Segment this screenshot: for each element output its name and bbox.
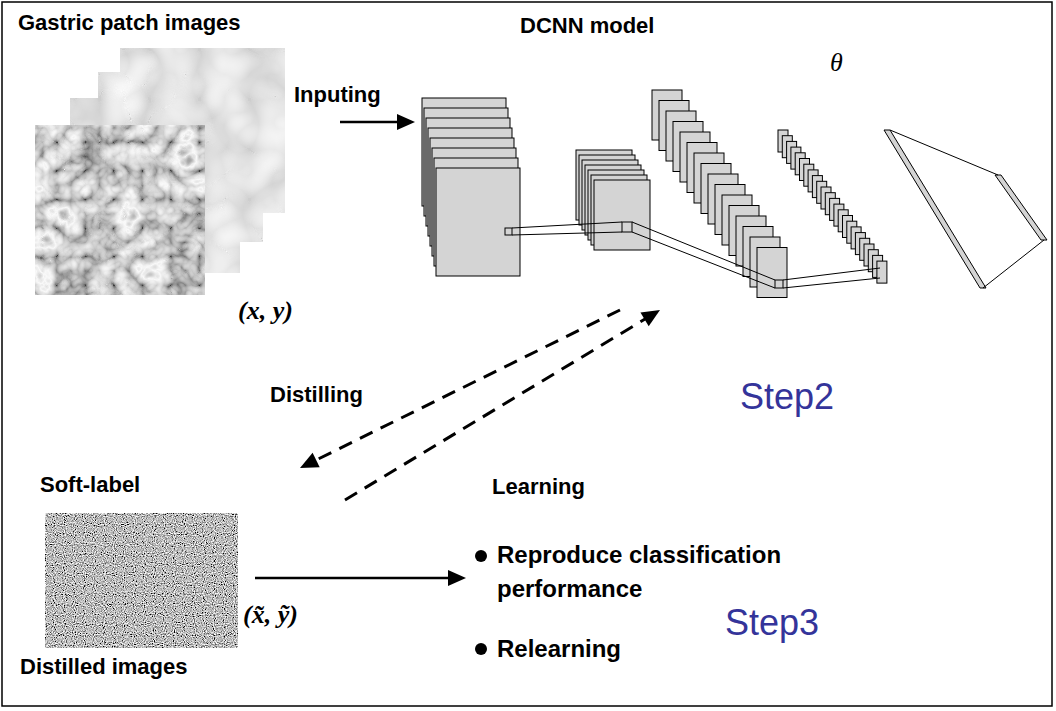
group-heading: Gastric patch images xyxy=(18,10,241,36)
edge-label: Inputing xyxy=(292,82,383,108)
model-group: DCNN model θ xyxy=(415,8,1053,310)
gastric-image-stack xyxy=(35,48,285,295)
dcnn-network xyxy=(422,90,1047,298)
group-heading: Soft-label xyxy=(40,472,140,498)
solid-arrow xyxy=(340,114,415,130)
output-arrow xyxy=(255,570,466,586)
conv-layer-4 xyxy=(778,130,887,283)
step-label: Step3 xyxy=(725,602,819,644)
arrow-head xyxy=(640,310,660,326)
arrow-head xyxy=(397,114,415,130)
dashed-arrow xyxy=(345,310,660,500)
kernel-markers xyxy=(505,222,783,288)
conv-layer-1 xyxy=(422,98,520,276)
connector-line xyxy=(340,121,399,124)
kernel-lines xyxy=(512,222,880,288)
distilled-group: Soft-label (x̃, ỹ) Distilled images xyxy=(15,468,345,704)
arrow-head xyxy=(300,453,320,468)
step-label: Step2 xyxy=(740,376,834,418)
bullet-text: Relearning xyxy=(497,632,621,666)
fully-connected-layers xyxy=(884,130,1047,288)
group-heading: DCNN model xyxy=(520,13,654,39)
parameter-symbol: θ xyxy=(830,48,843,78)
edge-label: Learning xyxy=(490,474,587,500)
image-group: Gastric patch images (x, y) xyxy=(10,8,340,333)
data-symbol: (x̃, ỹ) xyxy=(243,600,298,630)
bullet-dot xyxy=(475,550,487,562)
group-caption: Distilled images xyxy=(20,654,188,680)
bullet-text: Reproduce classification performance xyxy=(497,538,857,606)
bullet-dot xyxy=(475,643,487,655)
distilled-noise-image xyxy=(45,513,238,648)
edge-label: Distilling xyxy=(268,382,365,408)
connector-line xyxy=(345,318,646,500)
data-symbol: (x, y) xyxy=(238,296,293,326)
